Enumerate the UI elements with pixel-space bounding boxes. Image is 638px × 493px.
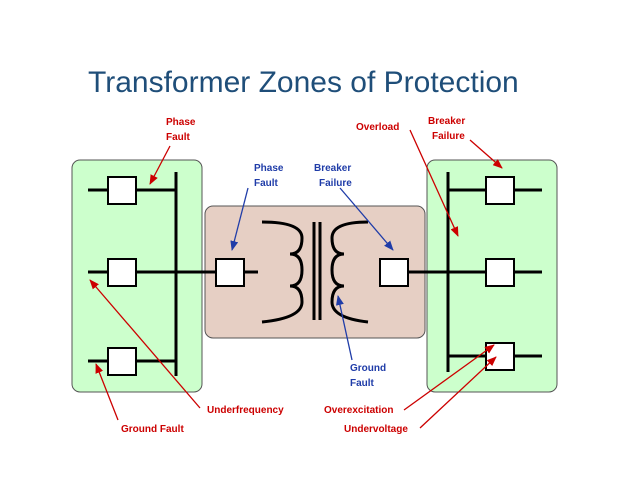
page-title: Transformer Zones of Protection: [88, 66, 519, 99]
arrow-breaker-failure-center: [339, 187, 394, 251]
right-breaker-top: [485, 176, 515, 205]
transformer-symbol: [261, 220, 448, 324]
arrow-overexcitation: [403, 344, 495, 411]
arrow-phase-fault-center: [230, 187, 249, 251]
label-undervoltage: Undervoltage: [344, 424, 408, 435]
label-phase-fault-left: Phase Fault: [166, 117, 198, 143]
arrow-ground-fault-center: [336, 295, 353, 361]
label-breaker-failure-right: Breaker Failure: [428, 116, 468, 142]
left-breaker-top: [107, 176, 137, 205]
transformer-breaker-left: [215, 258, 245, 287]
right-breaker-middle: [485, 258, 515, 287]
label-ground-fault-left: Ground Fault: [121, 424, 184, 435]
left-bus: [88, 172, 258, 376]
arrow-undervoltage: [419, 356, 497, 429]
arrow-underfrequency: [89, 279, 201, 409]
arrow-breaker-failure-right: [469, 139, 503, 169]
label-ground-fault-center: Ground Fault: [350, 363, 389, 389]
label-overexcitation: Overexcitation: [324, 405, 393, 416]
arrow-ground-fault-left: [95, 363, 119, 421]
label-underfrequency: Underfrequency: [207, 405, 284, 416]
transformer-breaker-right: [379, 258, 409, 287]
left-breaker-bottom: [107, 347, 137, 376]
right-bus: [446, 172, 542, 372]
left-breaker-middle: [107, 258, 137, 287]
arrow-phase-fault-left: [149, 145, 171, 185]
label-overload: Overload: [356, 122, 399, 133]
arrow-overload: [409, 129, 459, 237]
label-phase-fault-center: Phase Fault: [254, 163, 286, 189]
label-breaker-failure-center: Breaker Failure: [314, 163, 354, 189]
